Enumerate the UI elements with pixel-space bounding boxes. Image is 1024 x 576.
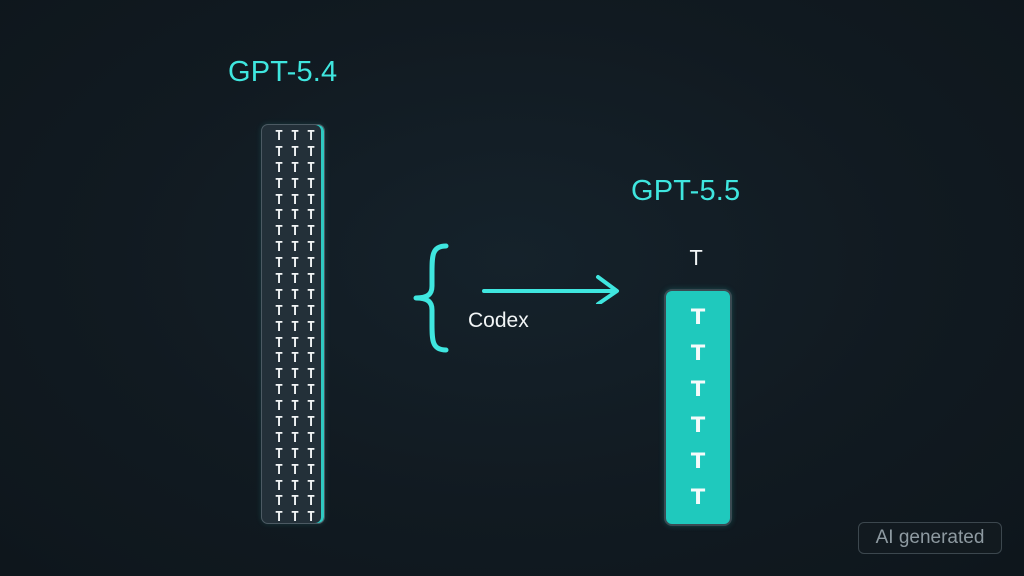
codex-label: Codex: [468, 309, 529, 332]
gpt-5-4-token: T: [307, 256, 315, 272]
gpt-5-4-token: T: [275, 494, 283, 510]
gpt-5-4-token: T: [275, 399, 283, 415]
gpt-5-4-token: T: [275, 415, 283, 431]
gpt-5-4-token: T: [307, 319, 315, 335]
gpt-5-4-token: T: [307, 415, 315, 431]
gpt-5-4-token: T: [307, 303, 315, 319]
gpt-5-4-token: T: [291, 383, 299, 399]
gpt-5-4-token: T: [307, 462, 315, 478]
gpt-5-4-token: T: [291, 367, 299, 383]
gpt-5-4-token: T: [291, 303, 299, 319]
gpt-5-4-token: T: [291, 510, 299, 524]
gpt-5-4-token: T: [275, 208, 283, 224]
gpt-5-4-token: T: [291, 399, 299, 415]
gpt-5-4-token: T: [291, 240, 299, 256]
gpt-5-4-token: T: [275, 129, 283, 144]
gpt-5-4-token: T: [275, 303, 283, 319]
arrow-right-icon: [482, 275, 619, 304]
gpt-5-4-token: T: [275, 383, 283, 399]
gpt-5-4-token: T: [275, 319, 283, 335]
gpt-5-4-token: T: [291, 462, 299, 478]
gpt-5-4-token: T: [307, 383, 315, 399]
gpt-5-5-top-token: T: [690, 246, 703, 270]
gpt-5-4-token: T: [291, 192, 299, 208]
gpt-5-4-token: T: [307, 129, 315, 144]
gpt-5-4-token: T: [291, 430, 299, 446]
gpt-5-4-token: T: [275, 144, 283, 160]
gpt-5-5-title: GPT-5.5: [631, 175, 741, 207]
gpt-5-4-token: T: [307, 494, 315, 510]
gpt-5-4-token: T: [307, 510, 315, 524]
gpt-5-4-token: T: [275, 192, 283, 208]
curly-brace-icon: [413, 243, 449, 353]
gpt-5-4-token: T: [291, 176, 299, 192]
gpt-5-4-token: T: [275, 478, 283, 494]
gpt-5-4-token: T: [307, 224, 315, 240]
gpt-5-4-token: T: [291, 272, 299, 288]
gpt-5-4-token: T: [307, 272, 315, 288]
gpt-5-4-token: T: [291, 335, 299, 351]
gpt-5-4-token: T: [275, 367, 283, 383]
gpt-5-4-token: T: [291, 144, 299, 160]
gpt-5-4-token: T: [275, 176, 283, 192]
gpt-5-4-token: T: [291, 208, 299, 224]
gpt-5-4-token: T: [291, 351, 299, 367]
gpt-5-4-token: T: [307, 176, 315, 192]
gpt-5-4-token: T: [275, 462, 283, 478]
gpt-5-4-token: T: [275, 256, 283, 272]
gpt-5-4-token: T: [291, 446, 299, 462]
gpt-5-4-token: T: [291, 319, 299, 335]
gpt-5-4-token: T: [275, 446, 283, 462]
gpt-5-4-token: T: [307, 351, 315, 367]
gpt-5-4-token: T: [291, 129, 299, 144]
gpt-5-5-token: T: [690, 485, 706, 509]
gpt-5-4-token: T: [307, 144, 315, 160]
gpt-5-4-token: T: [275, 240, 283, 256]
gpt-5-4-token: T: [307, 446, 315, 462]
gpt-5-4-token: T: [291, 160, 299, 176]
gpt-5-4-token: T: [275, 160, 283, 176]
gpt-5-4-token: T: [291, 287, 299, 303]
gpt-5-4-token: T: [307, 192, 315, 208]
gpt-5-4-token: T: [291, 415, 299, 431]
gpt-5-4-token: T: [307, 240, 315, 256]
gpt-5-5-token: T: [690, 413, 706, 437]
gpt-5-4-token: T: [291, 494, 299, 510]
gpt-5-4-title: GPT-5.4: [228, 56, 338, 88]
gpt-5-5-token: T: [690, 305, 706, 329]
gpt-5-4-token: T: [307, 208, 315, 224]
gpt-5-4-token: T: [275, 272, 283, 288]
gpt-5-4-token: T: [307, 399, 315, 415]
gpt-5-4-token: T: [275, 224, 283, 240]
gpt-5-4-token: T: [275, 351, 283, 367]
gpt-5-4-token: T: [275, 510, 283, 524]
gpt-5-4-token: T: [307, 287, 315, 303]
gpt-5-4-token: T: [291, 224, 299, 240]
gpt-5-4-token: T: [307, 478, 315, 494]
gpt-5-4-token: T: [275, 430, 283, 446]
gpt-5-4-token: T: [275, 335, 283, 351]
gpt-5-5-token: T: [690, 341, 706, 365]
gpt-5-4-token: T: [307, 335, 315, 351]
gpt-5-5-token: T: [690, 377, 706, 401]
gpt-5-4-token: T: [291, 478, 299, 494]
ai-generated-badge: AI generated: [858, 522, 1002, 554]
gpt-5-5-token: T: [690, 449, 706, 473]
gpt-5-4-token: T: [275, 287, 283, 303]
gpt-5-4-token: T: [307, 430, 315, 446]
gpt-5-4-token: T: [291, 256, 299, 272]
gpt-5-4-token: T: [307, 160, 315, 176]
gpt-5-4-token: T: [307, 367, 315, 383]
